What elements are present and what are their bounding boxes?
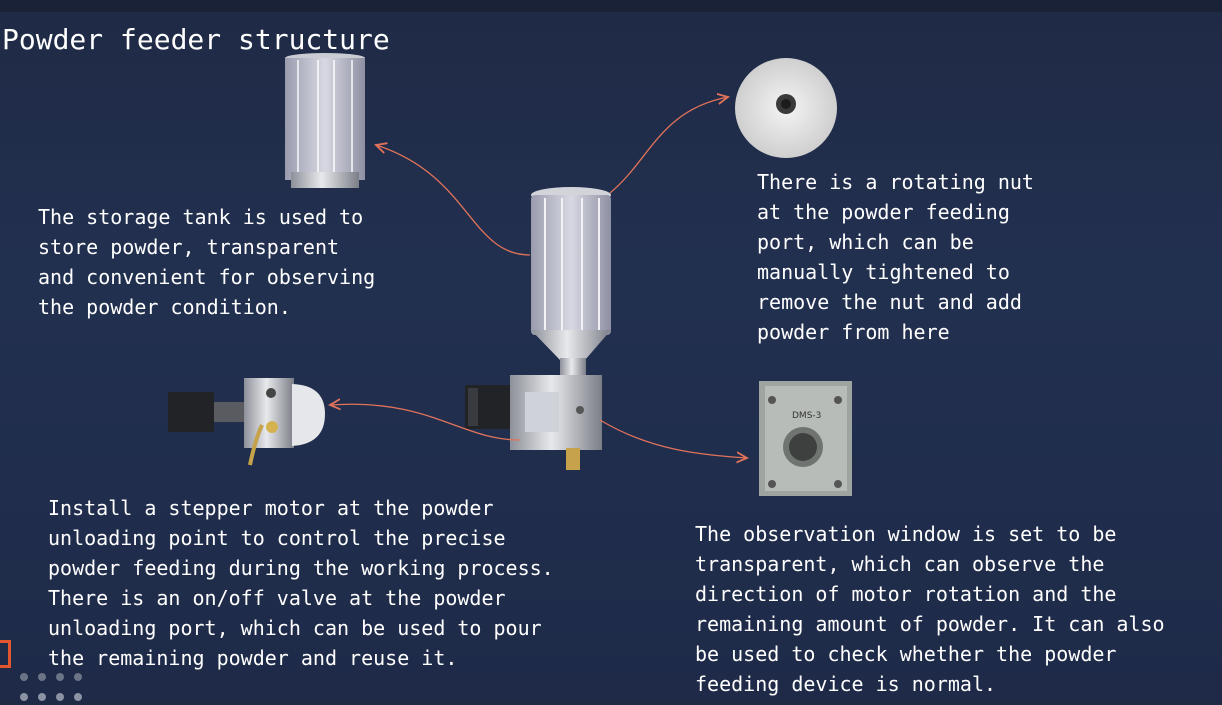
description-line: transparent, which can observe the	[695, 552, 1105, 576]
description-line: direction of motor rotation and the	[695, 582, 1117, 606]
arrow-to-window	[599, 419, 747, 458]
description-line: powder feeding during the working proces…	[48, 556, 554, 580]
connector-arrows	[330, 97, 747, 458]
description-line: powder from here	[757, 320, 950, 344]
description-line: the remaining powder and reuse it.	[48, 646, 458, 670]
top-bar	[0, 0, 1222, 12]
rotating-nut-photo	[735, 58, 837, 158]
observation-window-photo: DMS-3	[759, 381, 852, 496]
description-line: be used to check whether the powder	[695, 642, 1117, 666]
rotating-nut-description: There is a rotating nut at the powder fe…	[757, 167, 1034, 347]
svg-text:DMS-3: DMS-3	[792, 411, 821, 421]
page-title: Powder feeder structure	[2, 23, 390, 56]
decorative-dots	[20, 686, 92, 705]
description-line: port, which can be	[757, 230, 974, 254]
decorative-dots	[20, 666, 92, 685]
storage-tank-description: The storage tank is used to store powder…	[38, 202, 375, 322]
stepper-motor-photo	[168, 378, 325, 466]
stepper-motor-description: Install a stepper motor at the powder un…	[48, 493, 554, 673]
description-line: The storage tank is used to	[38, 205, 364, 229]
description-line: Install a stepper motor at the powder	[48, 496, 494, 520]
description-line: the powder condition.	[38, 295, 291, 319]
description-line: remaining amount of powder. It can also	[695, 612, 1165, 636]
description-line: unloading port, which can be used to pou…	[48, 616, 542, 640]
description-line: feeding device is normal.	[695, 672, 997, 696]
powder-feeder-assembly-photo	[465, 187, 611, 470]
observation-window-description: The observation window is set to be tran…	[695, 519, 1165, 699]
arrow-to-motor	[330, 404, 521, 441]
arrow-to-tank	[376, 145, 531, 256]
description-line: remove the nut and add	[757, 290, 1022, 314]
storage-tank-photo	[285, 53, 365, 188]
description-line: unloading point to control the precise	[48, 526, 506, 550]
description-line: manually tightened to	[757, 260, 1010, 284]
description-line: There is a rotating nut	[757, 170, 1034, 194]
description-line: There is an on/off valve at the powder	[48, 586, 506, 610]
description-line: store powder, transparent	[38, 235, 340, 259]
description-line: The observation window is set to be	[695, 522, 1117, 546]
arrow-to-nut	[609, 97, 728, 194]
description-line: at the powder feeding	[757, 200, 1010, 224]
corner-accent	[0, 640, 11, 668]
description-line: and convenient for observing	[38, 265, 376, 289]
